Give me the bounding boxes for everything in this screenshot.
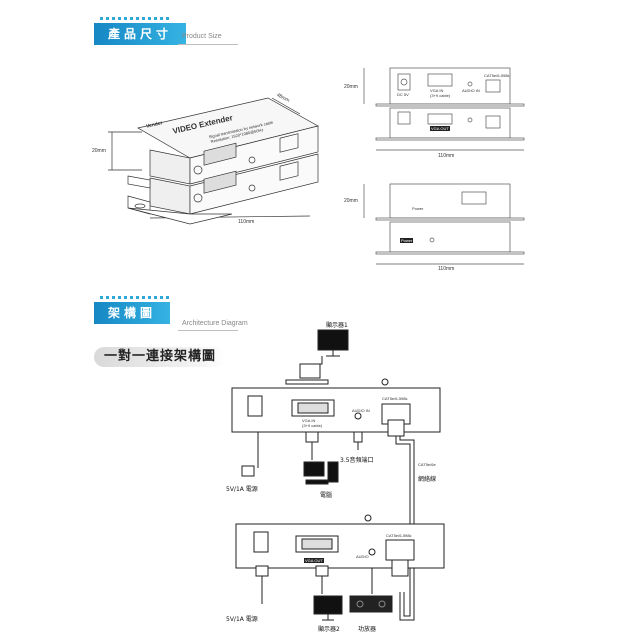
arch-vga-in-label: VGA IN [302, 418, 316, 423]
header-dots [100, 296, 170, 299]
iso-dim-height: 20mm [92, 148, 106, 154]
monitor1-label: 顯示器1 [326, 322, 348, 329]
arch-audio-in-label: AUDIO IN [352, 408, 370, 413]
diagram-heading: 一對一連接架構圖 [94, 347, 227, 367]
arch-rx-cat-label: CAT5e/6-598k [386, 533, 412, 538]
cable-type-label: CAT5e/6e [418, 462, 436, 467]
header-rule [178, 330, 238, 331]
front-vga-in-label: VGA IN [430, 88, 444, 93]
back-power-label-2: Power [400, 238, 414, 243]
monitor2-label: 顯示器2 [318, 626, 340, 633]
architecture-subtitle: Architecture Diagram [182, 320, 248, 327]
front-cat-label: CAT5e/6-598k [484, 73, 510, 78]
back-dim-height: 20mm [344, 198, 358, 204]
front-dim-width: 110mm [438, 153, 455, 159]
back-dim-width: 110mm [438, 266, 455, 272]
architecture-header: 架構圖 [94, 296, 171, 324]
front-vga-sub-label: (3+9 cable) [430, 93, 451, 98]
back-power-label-1: Power [412, 206, 424, 211]
header-rule [178, 44, 238, 45]
front-audio-label: AUDIO IN [462, 88, 480, 93]
audio-port-label: 3.5音頻端口 [340, 457, 374, 464]
network-cable-label: 網絡線 [418, 476, 437, 483]
front-dc-label: DC 5V [397, 92, 409, 97]
arch-cat-label: CAT5e/6-598k [382, 396, 408, 401]
power2-label: 5V/1A 電源 [226, 616, 258, 623]
amplifier-label: 功放器 [358, 626, 377, 633]
arch-vga-sub-label: (3+9 cable) [302, 423, 323, 428]
front-vga-out-label: VGA OUT [430, 126, 450, 131]
product-size-subtitle: Product Size [182, 33, 222, 40]
iso-dim-width: 110mm [238, 219, 255, 225]
architecture-title: 架構圖 [94, 302, 171, 324]
front-dim-height: 20mm [344, 84, 358, 90]
arch-vga-out-label: VGA OUT [304, 558, 324, 563]
computer-label: 電腦 [320, 492, 333, 499]
power-label: 5V/1A 電源 [226, 486, 258, 493]
product-size-title: 產品尺寸 [94, 23, 187, 45]
arch-audio-out-label: AUDIO [356, 554, 369, 559]
product-size-header: 產品尺寸 [94, 17, 187, 45]
header-dots [100, 17, 186, 20]
